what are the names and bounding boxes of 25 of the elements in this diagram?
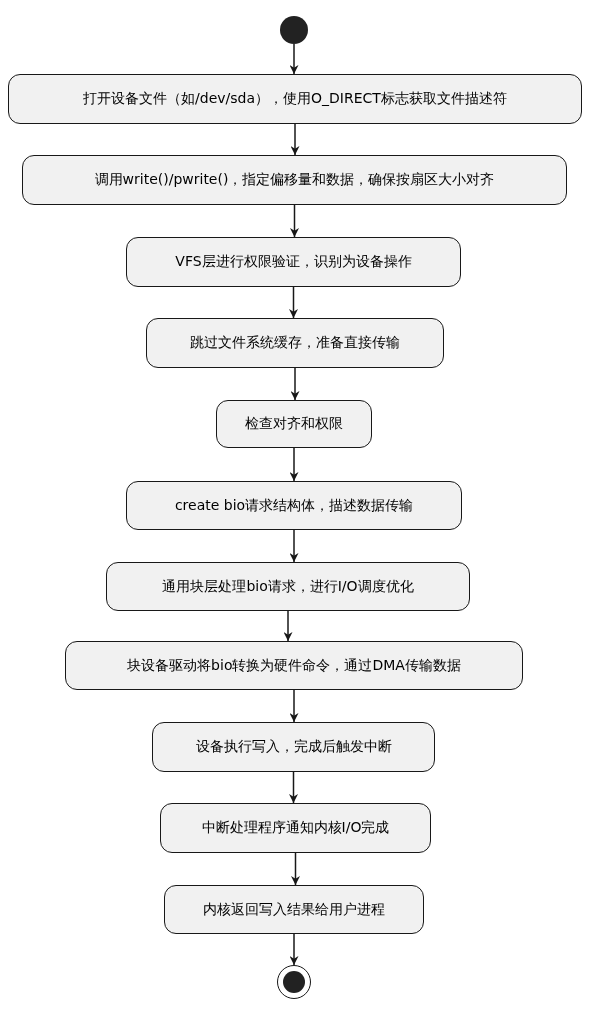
arrow: [291, 852, 300, 886]
activity-box: create bio请求结构体，描述数据传输: [126, 481, 462, 530]
arrow: [289, 933, 299, 966]
activity-box: 打开设备文件（如/dev/sda），使用O_DIRECT标志获取文件描述符: [8, 74, 582, 124]
arrow: [290, 204, 299, 238]
activity-box: 调用write()/pwrite()，指定偏移量和数据，确保按扇区大小对齐: [22, 155, 567, 205]
arrow: [289, 43, 299, 75]
arrow: [290, 123, 300, 156]
activity-box: 内核返回写入结果给用户进程: [164, 885, 424, 934]
activity-box: 跳过文件系统缓存，准备直接传输: [146, 318, 444, 368]
activity-box: 设备执行写入，完成后触发中断: [152, 722, 435, 772]
activity-box: 通用块层处理bio请求，进行I/O调度优化: [106, 562, 470, 611]
arrow: [289, 771, 298, 804]
activity-box: 中断处理程序通知内核I/O完成: [160, 803, 431, 853]
activity-box: 块设备驱动将bio转换为硬件命令，通过DMA传输数据: [65, 641, 523, 690]
arrow: [289, 689, 299, 723]
arrow: [289, 447, 299, 482]
activity-box: VFS层进行权限验证，识别为设备操作: [126, 237, 461, 287]
arrow: [289, 529, 299, 563]
arrow: [289, 286, 298, 319]
activity-box: 检查对齐和权限: [216, 400, 372, 448]
start-node: [280, 16, 308, 44]
end-node: [277, 965, 311, 999]
arrow: [283, 610, 293, 642]
arrow: [290, 367, 300, 401]
